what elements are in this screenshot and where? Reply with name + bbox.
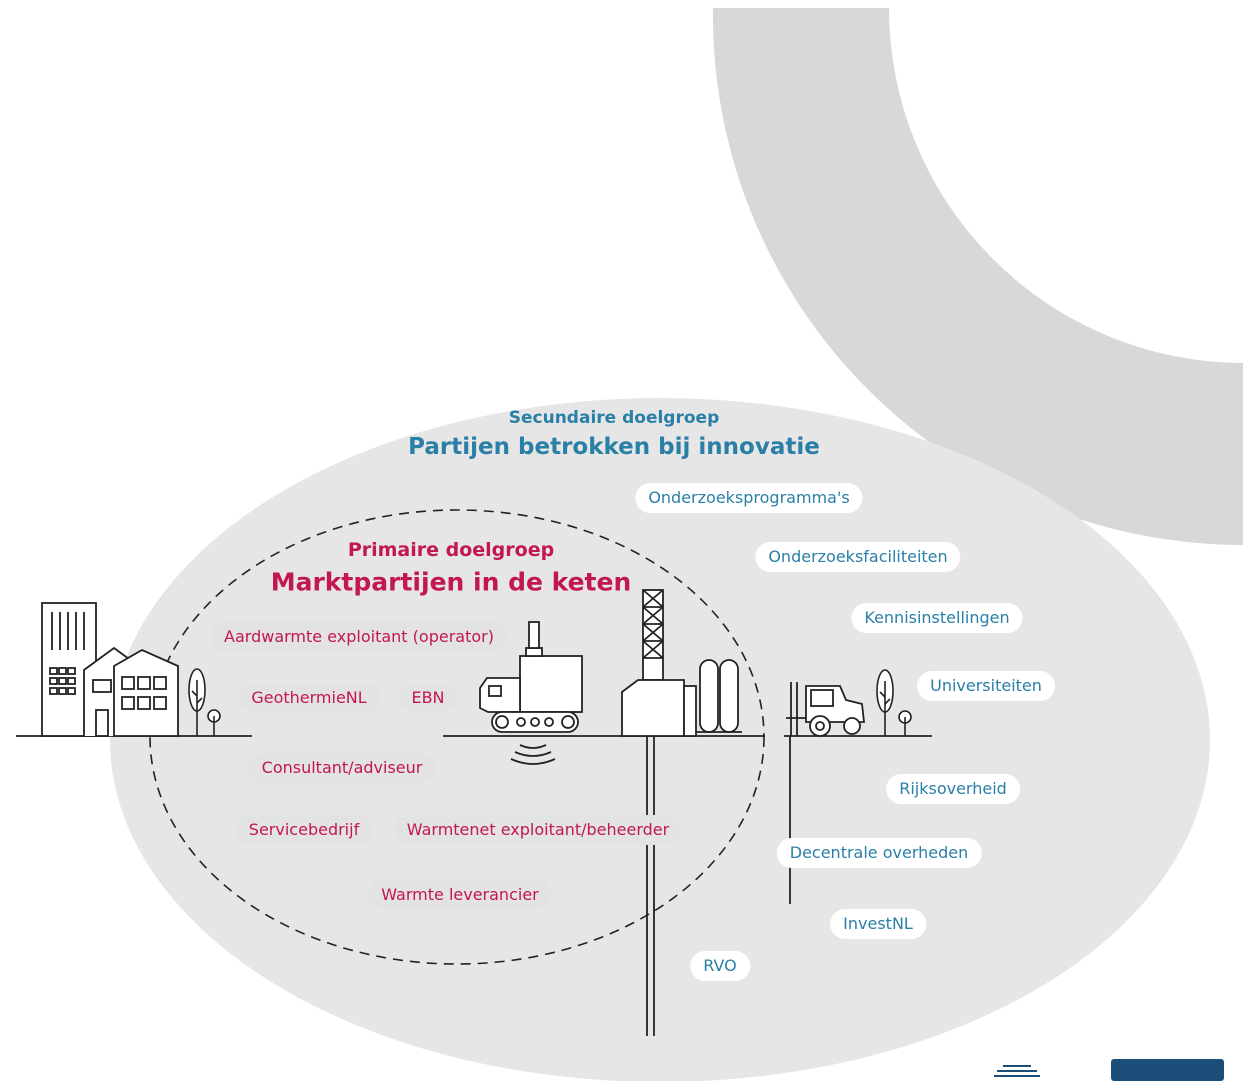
seismic-truck-icon [479,621,583,765]
forklift-icon [786,682,866,737]
secondary-group-subtitle: Secundaire doelgroep [508,408,720,428]
primary-item-ebn: EBN [398,683,458,713]
secondary-item-rvo: RVO [690,951,750,981]
secondary-item-kennisinstellingen: Kennisinstellingen [851,603,1023,633]
primary-item-warmtenet-exploitant: Warmtenet exploitant/beheerder [393,815,683,845]
buildings-icon [41,602,179,737]
secondary-item-universiteiten: Universiteiten [917,671,1055,701]
partner-logo-left [994,1065,1040,1077]
well-pipe-icon [646,736,791,1036]
primary-item-aardwarmte-exploitant: Aardwarmte exploitant (operator) [211,622,507,652]
primary-item-servicebedrijf: Servicebedrijf [235,815,373,845]
secondary-group-title: Partijen betrokken bij innovatie [408,434,820,460]
secondary-item-decentrale-overheden: Decentrale overheden [776,838,982,868]
secondary-item-onderzoeksprogrammas: Onderzoeksprogramma's [635,483,863,513]
drilling-rig-icon [621,589,697,737]
primary-item-warmte-leverancier: Warmte leverancier [368,880,552,910]
primary-group-ellipse [149,509,765,965]
storage-tanks-icon [696,659,742,733]
primary-group-title: Marktpartijen in de keten [270,567,632,597]
secondary-item-rijksoverheid: Rijksoverheid [886,774,1020,804]
primary-item-consultant-adviseur: Consultant/adviseur [248,753,436,783]
partner-logo-right [1111,1059,1224,1081]
secondary-item-onderzoeksfaciliteiten: Onderzoeksfaciliteiten [755,542,961,572]
tree-icon [876,669,912,736]
decorative-arc [712,8,1243,545]
primary-item-geothermienl: GeothermieNL [238,683,380,713]
secondary-item-investnl: InvestNL [830,909,926,939]
tree-icon [188,668,221,736]
primary-group-subtitle: Primaire doelgroep [347,539,555,561]
